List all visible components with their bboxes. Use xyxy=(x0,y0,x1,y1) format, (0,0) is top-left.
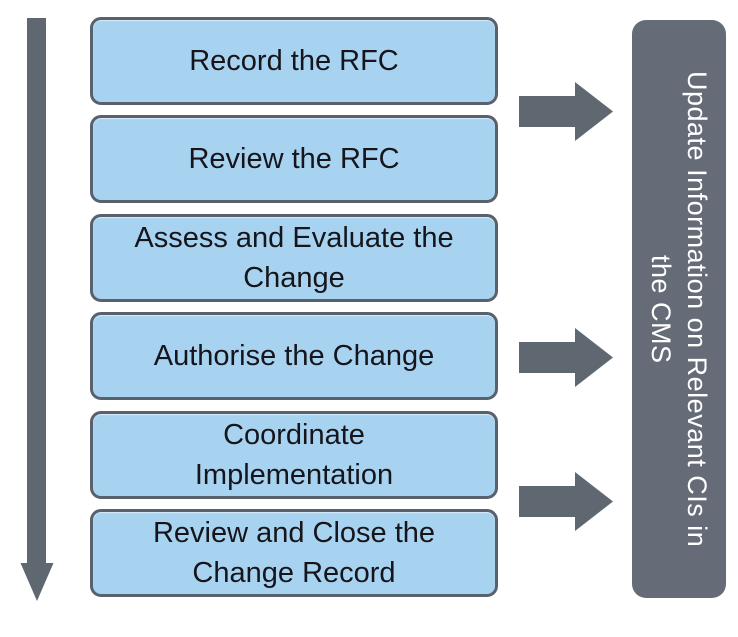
step-label: Record the RFC xyxy=(189,45,399,77)
step-box-record-rfc: Record the RFC xyxy=(90,17,498,105)
step-box-authorise-change: Authorise the Change xyxy=(90,312,498,401)
right-arrow-icon-3 xyxy=(519,472,613,531)
right-arrow-icon-2 xyxy=(519,328,613,387)
down-arrow-icon xyxy=(20,18,54,601)
process-steps: Record the RFC Review the RFC Assess and… xyxy=(90,17,498,597)
step-box-coordinate-implementation: Coordinate Implementation xyxy=(90,410,498,499)
right-arrow-icon-1 xyxy=(519,82,613,141)
step-label: Coordinate Implementation xyxy=(194,418,394,491)
step-label: Review the RFC xyxy=(188,143,400,176)
cms-update-panel-label: Update Information on Relevant CIs in th… xyxy=(646,70,712,548)
cms-update-panel: Update Information on Relevant CIs in th… xyxy=(632,20,726,598)
step-box-assess-evaluate: Assess and Evaluate the Change xyxy=(90,213,498,302)
step-label: Review and Close the Change Record xyxy=(152,516,436,589)
step-box-review-rfc: Review the RFC xyxy=(90,115,498,204)
step-label: Assess and Evaluate the Change xyxy=(134,221,454,294)
step-label: Authorise the Change xyxy=(153,340,435,373)
step-box-review-close-record: Review and Close the Change Record xyxy=(90,508,498,597)
